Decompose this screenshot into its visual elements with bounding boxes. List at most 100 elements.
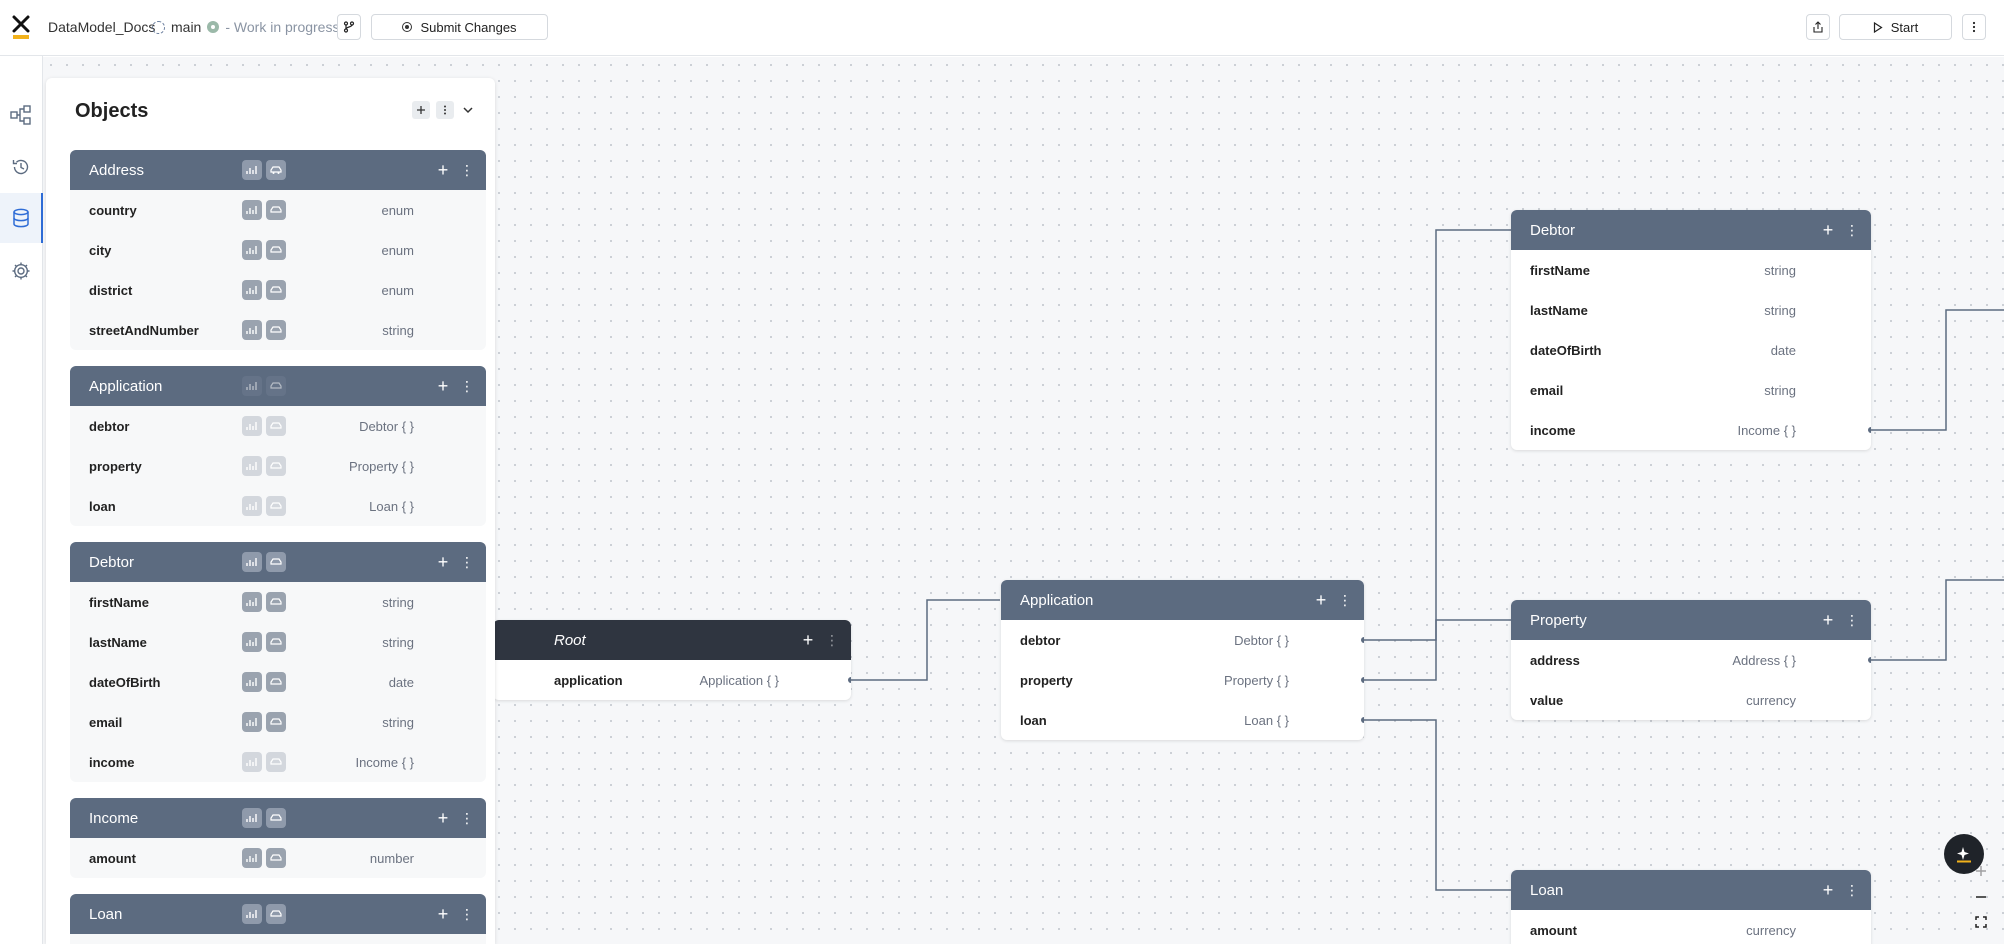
loan-field-amount[interactable]: amount currency [1530,922,1796,938]
object-header[interactable]: Application + ⋮ [70,366,486,406]
chart-icon[interactable] [242,376,262,396]
debtor-card[interactable]: Debtor + ⋮ firstName string lastName str… [1511,210,1871,450]
chart-icon[interactable] [242,552,262,572]
application-card-header[interactable]: Application + ⋮ [1001,580,1364,620]
chart-icon[interactable] [242,496,262,516]
more-menu-button[interactable] [1962,14,1986,40]
property-field-value[interactable]: value currency [1530,692,1796,708]
add-icon[interactable]: + [437,552,449,572]
debtor-field-email[interactable]: email string [1530,382,1796,398]
car-icon[interactable] [266,904,286,924]
connector-port[interactable] [1868,427,1871,433]
zoom-out-button[interactable] [1970,886,1992,908]
project-name[interactable]: DataModel_Docs [48,19,156,35]
add-icon[interactable]: + [437,904,449,924]
more-vertical-icon[interactable]: ⋮ [1845,222,1859,238]
object-field[interactable]: debtor Debtor { } [70,406,486,446]
chart-icon[interactable] [242,200,262,220]
car-icon[interactable] [266,752,286,772]
add-icon[interactable]: + [437,160,449,180]
car-icon[interactable] [266,200,286,220]
chart-icon[interactable] [242,240,262,260]
root-field-application[interactable]: application Application { } [493,660,851,700]
more-vertical-icon[interactable]: ⋮ [460,810,474,826]
loan-card-header[interactable]: Loan + ⋮ [1511,870,1871,910]
more-vertical-icon[interactable]: ⋮ [1845,612,1859,628]
car-icon[interactable] [266,712,286,732]
connector-port[interactable] [1361,677,1364,683]
add-object-button[interactable] [412,101,430,119]
debtor-field-lastname[interactable]: lastName string [1530,302,1796,318]
connector-port[interactable] [1868,657,1871,663]
more-vertical-icon[interactable]: ⋮ [460,378,474,394]
car-icon[interactable] [266,848,286,868]
add-icon[interactable]: + [1822,610,1834,630]
object-card-income[interactable]: Income + ⋮ amount number [70,798,486,878]
add-icon[interactable]: + [437,376,449,396]
rail-settings[interactable] [0,246,42,296]
object-field[interactable]: streetAndNumber string [70,310,486,350]
application-field-loan[interactable]: loan Loan { } [1001,700,1364,740]
object-header[interactable]: Income + ⋮ [70,798,486,838]
application-card[interactable]: Application + ⋮ debtor Debtor { } proper… [1001,580,1364,740]
chart-icon[interactable] [242,904,262,924]
chart-icon[interactable] [242,456,262,476]
debtor-field-dateofbirth[interactable]: dateOfBirth date [1530,342,1796,358]
chart-icon[interactable] [242,416,262,436]
car-icon[interactable] [266,320,286,340]
add-icon[interactable]: + [1822,220,1834,240]
car-icon[interactable] [266,240,286,260]
object-card-address[interactable]: Address + ⋮ country enum city enum distr… [70,150,486,350]
connector-port[interactable] [1361,717,1364,723]
rail-history[interactable] [0,142,42,192]
more-vertical-icon[interactable]: ⋮ [825,632,839,648]
more-vertical-icon[interactable]: ⋮ [1338,592,1352,608]
car-icon[interactable] [266,672,286,692]
object-card-application[interactable]: Application + ⋮ debtor Debtor { } proper… [70,366,486,526]
debtor-field-firstname[interactable]: firstName string [1530,262,1796,278]
object-header[interactable]: Address + ⋮ [70,150,486,190]
branch-status[interactable]: main - Work in progress [152,19,339,35]
car-icon[interactable] [266,496,286,516]
car-icon[interactable] [266,456,286,476]
more-vertical-icon[interactable]: ⋮ [460,554,474,570]
add-icon[interactable]: + [437,808,449,828]
car-icon[interactable] [266,592,286,612]
add-icon[interactable]: + [1315,590,1327,610]
debtor-field-income[interactable]: income Income { } [1511,410,1871,450]
chart-icon[interactable] [242,280,262,300]
car-icon[interactable] [266,416,286,436]
root-card[interactable]: Root + ⋮ application Application { } [493,620,851,700]
car-icon[interactable] [266,552,286,572]
object-field[interactable]: country enum [70,190,486,230]
application-field-property[interactable]: property Property { } [1001,660,1364,700]
more-vertical-icon[interactable]: ⋮ [1845,882,1859,898]
chart-icon[interactable] [242,672,262,692]
object-field[interactable]: income Income { } [70,742,486,782]
chart-icon[interactable] [242,592,262,612]
property-card[interactable]: Property + ⋮ address Address { } value c… [1511,600,1871,720]
more-vertical-icon[interactable]: ⋮ [460,162,474,178]
object-field[interactable]: property Property { } [70,446,486,486]
loan-card[interactable]: Loan + ⋮ amount currency [1511,870,1871,944]
root-card-header[interactable]: Root + ⋮ [493,620,851,660]
connector-port[interactable] [1361,637,1364,643]
rail-data-model[interactable] [0,193,43,243]
car-icon[interactable] [266,376,286,396]
property-field-address[interactable]: address Address { } [1511,640,1871,680]
object-field[interactable]: city enum [70,230,486,270]
object-card-debtor[interactable]: Debtor + ⋮ firstName string lastName str… [70,542,486,782]
chart-icon[interactable] [242,632,262,652]
car-icon[interactable] [266,160,286,180]
collapse-chevron-icon[interactable] [461,103,475,117]
chart-icon[interactable] [242,320,262,340]
object-header[interactable]: Debtor + ⋮ [70,542,486,582]
panel-more-button[interactable] [436,101,454,119]
add-icon[interactable]: + [1822,880,1834,900]
object-field[interactable]: firstName string [70,582,486,622]
application-field-debtor[interactable]: debtor Debtor { } [1001,620,1364,660]
debtor-card-header[interactable]: Debtor + ⋮ [1511,210,1871,250]
connector-port[interactable] [848,677,851,683]
rail-diagram[interactable] [0,90,42,140]
start-button[interactable]: Start [1839,14,1952,40]
